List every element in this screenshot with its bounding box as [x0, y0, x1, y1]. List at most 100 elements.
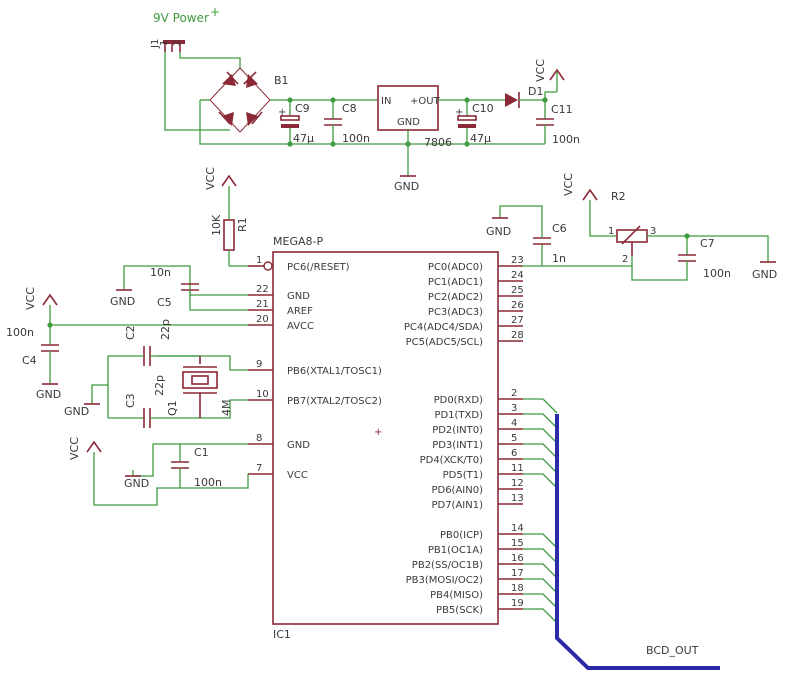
mcu-pin-label: PB5(SCK): [436, 605, 483, 616]
j1-name: J1: [150, 39, 161, 49]
bridge-name: B1: [274, 74, 289, 87]
mcu-pin-num: 5: [511, 433, 517, 444]
bus-label: BCD_OUT: [646, 644, 699, 657]
c6-name: C6: [552, 222, 567, 235]
cap-c11: C11 100n: [536, 100, 580, 146]
mcu-pin-num: 23: [511, 255, 524, 266]
c2-value: 22p: [159, 319, 172, 340]
svg-text:1: 1: [608, 226, 614, 237]
mcu-pin-num: 12: [511, 478, 524, 489]
reg-out: +OUT: [410, 96, 441, 107]
c1-value: 100n: [194, 476, 222, 489]
mcu-pin-num: 10: [256, 389, 269, 400]
mcu-pin-label: PC4(ADC4/SDA): [404, 322, 483, 333]
svg-text:2: 2: [622, 254, 628, 265]
mcu-pin-label: VCC: [287, 470, 308, 481]
bus-tap: [523, 398, 558, 414]
mcu-right-pins: 23PC0(ADC0)24PC1(ADC1)25PC2(ADC2)26PC3(A…: [404, 255, 524, 616]
r1-name: R1: [236, 217, 249, 232]
bcd-bus: BCD_OUT: [523, 398, 720, 670]
c8-name: C8: [342, 102, 357, 115]
vcc-top-label: VCC: [534, 59, 547, 82]
c4-gnd-label: GND: [36, 388, 61, 401]
j1-connector: J1 1 2: [150, 39, 185, 52]
c11-name: C11: [551, 103, 573, 116]
resistor-r1: VCC 10K R1: [204, 167, 249, 267]
mcu-pin-label: PB1(OC1A): [428, 545, 483, 556]
mcu-pin-num: 4: [511, 418, 517, 429]
mcu-pin-num: 27: [511, 315, 524, 326]
cap-c5: GND 10n C5: [110, 265, 248, 311]
c2-name: C2: [124, 325, 137, 340]
c9-name: C9: [295, 102, 310, 115]
mcu-pin-num: 22: [256, 284, 269, 295]
r1-value: 10K: [210, 214, 223, 236]
mcu-pin-label: PD3(INT1): [432, 440, 483, 451]
mcu-pin-num: 28: [511, 330, 524, 341]
mcu-pin-num: 25: [511, 285, 524, 296]
c10-value: 47µ: [470, 132, 491, 145]
q1-name: Q1: [166, 400, 179, 416]
mcu-pin-label: AREF: [287, 306, 313, 317]
q1-value: 4M: [220, 400, 233, 417]
cap-c8: C8 100n: [324, 100, 370, 145]
mcu-pin-num: 7: [256, 463, 262, 474]
reg-in: IN: [381, 96, 391, 107]
cap-c1: GND VCC C1 100n: [68, 437, 249, 506]
mcu-pin-label: PB6(XTAL1/TOSC1): [287, 366, 382, 377]
mcu-ic1: MEGA8-P IC1 + 1PC6(/RESET)22GND21AREF20A…: [248, 235, 524, 641]
mcu-name: IC1: [273, 628, 291, 641]
svg-text:+: +: [374, 427, 382, 438]
c7-name: C7: [700, 237, 715, 250]
power-plus: +: [210, 5, 220, 19]
mcu-pin-num: 8: [256, 433, 262, 444]
mcu-pin-num: 21: [256, 299, 269, 310]
regulator-7806: IN +OUT GND 7806 GND: [377, 85, 452, 193]
c5-name: C5: [157, 296, 172, 309]
vcc-c1-label: VCC: [68, 437, 81, 460]
vcc-c4-label: VCC: [24, 287, 37, 310]
c8-value: 100n: [342, 132, 370, 145]
mcu-pin-num: 20: [256, 314, 269, 325]
mcu-pin-label: PD1(TXD): [434, 410, 483, 421]
mcu-left-pins: 1PC6(/RESET)22GND21AREF20AVCC9PB6(XTAL1/…: [248, 255, 382, 481]
c9-value: 47µ: [293, 132, 314, 145]
bus-tap: [523, 443, 558, 459]
mcu-pin-label: PC2(ADC2): [428, 292, 483, 303]
mcu-pin-num: 16: [511, 553, 524, 564]
mcu-pin-label: PB4(MISO): [430, 590, 483, 601]
mcu-pin-label: PC0(ADC0): [428, 262, 483, 273]
bus-tap: [523, 593, 558, 609]
c10-name: C10: [472, 102, 494, 115]
mcu-pin-label: AVCC: [287, 321, 314, 332]
mcu-pin-label: PD4(XCK/T0): [420, 455, 483, 466]
c1-gnd-label: GND: [124, 477, 149, 490]
xtal-gnd-label: GND: [64, 405, 89, 418]
mcu-pin-num: 14: [511, 523, 524, 534]
vcc-r1-label: VCC: [204, 167, 217, 190]
mcu-pin-label: GND: [287, 440, 310, 451]
bus-tap: [523, 578, 558, 594]
c5-value: 10n: [150, 266, 171, 279]
c7-gnd-label: GND: [752, 268, 777, 281]
adc-section: GND C6 1n VCC R2 1 3 2 GND C7 100n: [486, 173, 777, 281]
c4-value: 100n: [6, 326, 34, 339]
bus-tap: [523, 548, 558, 564]
